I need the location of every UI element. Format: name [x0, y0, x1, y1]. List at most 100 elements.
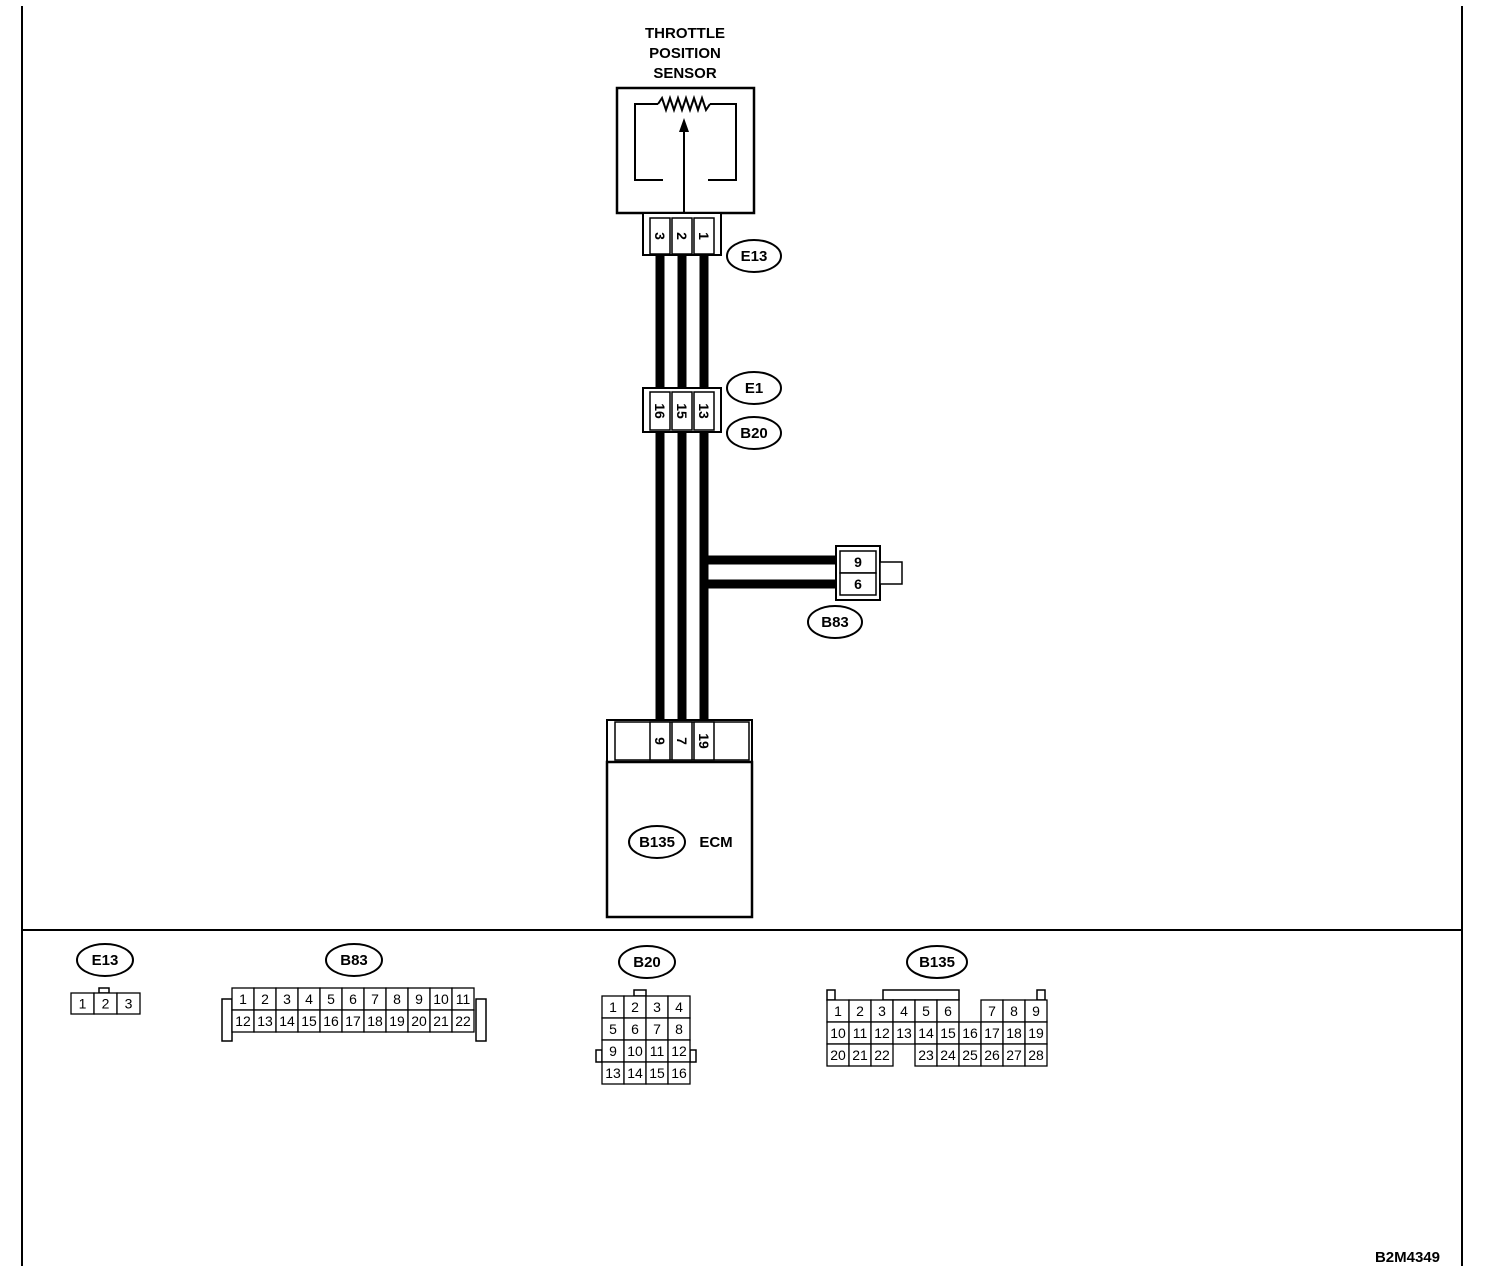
connector-b83: 9 6 B83: [807, 545, 903, 639]
face-b20-pin-label: 9: [609, 1043, 617, 1059]
face-b20-pin-label: 5: [609, 1021, 617, 1037]
face-b135-pin-label: 2: [856, 1003, 864, 1019]
e13-ref-badge: [726, 239, 782, 273]
figure-id: B2M4349: [1375, 1249, 1440, 1266]
face-b135-pin-label: 21: [852, 1047, 868, 1063]
b135-ref-badge: [628, 825, 686, 859]
b83-pin-label: 9: [854, 554, 862, 570]
connector-e13: 3 2 1 E13: [642, 212, 782, 273]
face-b135-cavity: [870, 1043, 894, 1067]
b83-ref-badge: [807, 605, 863, 639]
face-b83-pin-label: 8: [393, 991, 401, 1007]
resistor-icon: [657, 94, 711, 114]
face-b83-pin-label: 11: [456, 991, 471, 1007]
face-b135-pin-label: 26: [984, 1047, 1000, 1063]
ecm-pin-label: 9: [652, 737, 668, 745]
sensor-title-line-2: POSITION: [649, 45, 721, 62]
e1-ref-badge: [726, 371, 782, 405]
face-e13-pin-label: 1: [79, 996, 87, 1012]
face-b83-pin-label: 3: [283, 991, 291, 1007]
connector-e1-b20: 16 15 13 E1 B20: [642, 371, 782, 450]
face-b83-pin-label: 15: [301, 1013, 317, 1029]
sensor-title-line-3: SENSOR: [653, 65, 717, 82]
face-b135-pin-label: 22: [874, 1047, 890, 1063]
b135-ref-label: B135: [639, 834, 675, 851]
wiper-arrow-icon: [679, 118, 689, 132]
e1-ref-label: E1: [745, 380, 763, 397]
face-b83-pin-label: 18: [367, 1013, 383, 1029]
sensor-inner-circuit: [634, 103, 737, 181]
face-b135-pin-label: 18: [1006, 1025, 1022, 1041]
ecm-label: ECM: [699, 834, 732, 851]
face-b83-pin-label: 19: [389, 1013, 405, 1029]
ecm-unit: 9 7 19 B135 ECM: [605, 719, 754, 919]
face-b135-pin-label: 8: [1010, 1003, 1018, 1019]
face-b135-pin-label: 1: [834, 1003, 842, 1019]
e13-ref-label: E13: [741, 248, 768, 265]
face-b135-pin-label: 24: [940, 1047, 956, 1063]
face-b135-pin-label: 14: [918, 1025, 934, 1041]
face-e13-cavity: [116, 992, 141, 1015]
face-b20-pin-label: 11: [650, 1043, 665, 1059]
b20-ref-label: B20: [740, 425, 768, 442]
face-b83-ref-label: B83: [340, 952, 368, 969]
face-b83-pin-label: 16: [323, 1013, 339, 1029]
face-b20-pin-label: 4: [675, 999, 683, 1015]
face-b135-pin-label: 11: [853, 1025, 868, 1041]
diagram-frame: [21, 6, 1463, 1266]
face-b83-pin-label: 5: [327, 991, 335, 1007]
face-b20-pin-label: 12: [671, 1043, 687, 1059]
face-b20-pin-label: 16: [671, 1065, 687, 1081]
face-b135-ref-label: B135: [919, 954, 955, 971]
face-b20-ref-label: B20: [633, 954, 661, 971]
face-b20-pin-label: 6: [631, 1021, 639, 1037]
face-e13-ref-label: E13: [92, 952, 119, 969]
face-b83-pin-label: 22: [455, 1013, 471, 1029]
face-b83-pin-label: 10: [433, 991, 449, 1007]
face-b135-pin-label: 20: [830, 1047, 846, 1063]
face-b83-pin-label: 14: [279, 1013, 295, 1029]
face-b20-pin-label: 1: [609, 999, 617, 1015]
face-b20-pin-label: 10: [627, 1043, 643, 1059]
face-b20-pin-label: 15: [649, 1065, 665, 1081]
face-b83-pin-label: 17: [345, 1013, 361, 1029]
b20-pin-label: 15: [674, 403, 690, 419]
face-b83-pin-label: 2: [261, 991, 269, 1007]
e13-pin-label: 2: [674, 232, 690, 240]
e13-pin-label: 3: [652, 232, 668, 240]
ecm-pin-label: 19: [696, 733, 712, 749]
face-b83-pin-label: 20: [411, 1013, 427, 1029]
face-b135-pin-label: 7: [988, 1003, 996, 1019]
sensor-title-line-1: THROTTLE: [645, 25, 725, 42]
face-b83-cavity: [451, 1009, 475, 1033]
face-b20-pin-label: 8: [675, 1021, 683, 1037]
face-b135-pin-label: 16: [962, 1025, 978, 1041]
b83-ref-label: B83: [821, 614, 849, 631]
face-b20-pin-label: 2: [631, 999, 639, 1015]
face-b135-pin-label: 3: [878, 1003, 886, 1019]
b83-pin-label: 6: [854, 576, 862, 592]
b20-pin-label: 13: [696, 403, 712, 419]
face-b135-pin-label: 27: [1006, 1047, 1022, 1063]
face-b83-pin-label: 21: [433, 1013, 449, 1029]
face-b83-pin-label: 7: [371, 991, 379, 1007]
face-b20-pin-label: 13: [605, 1065, 621, 1081]
b20-pin-label: 16: [652, 403, 668, 419]
face-b83-pin-label: 6: [349, 991, 357, 1007]
harness-lower: [655, 432, 836, 722]
face-b83-pin-label: 13: [257, 1013, 273, 1029]
face-b135-pin-label: 5: [922, 1003, 930, 1019]
face-b135-pin-label: 23: [918, 1047, 934, 1063]
face-b135-pin-label: 10: [830, 1025, 846, 1041]
face-b20-pin-label: 7: [653, 1021, 661, 1037]
face-b135-pin-label: 4: [900, 1003, 908, 1019]
face-b135-pin-label: 25: [962, 1047, 978, 1063]
throttle-position-sensor: THROTTLE POSITION SENSOR: [615, 25, 756, 215]
